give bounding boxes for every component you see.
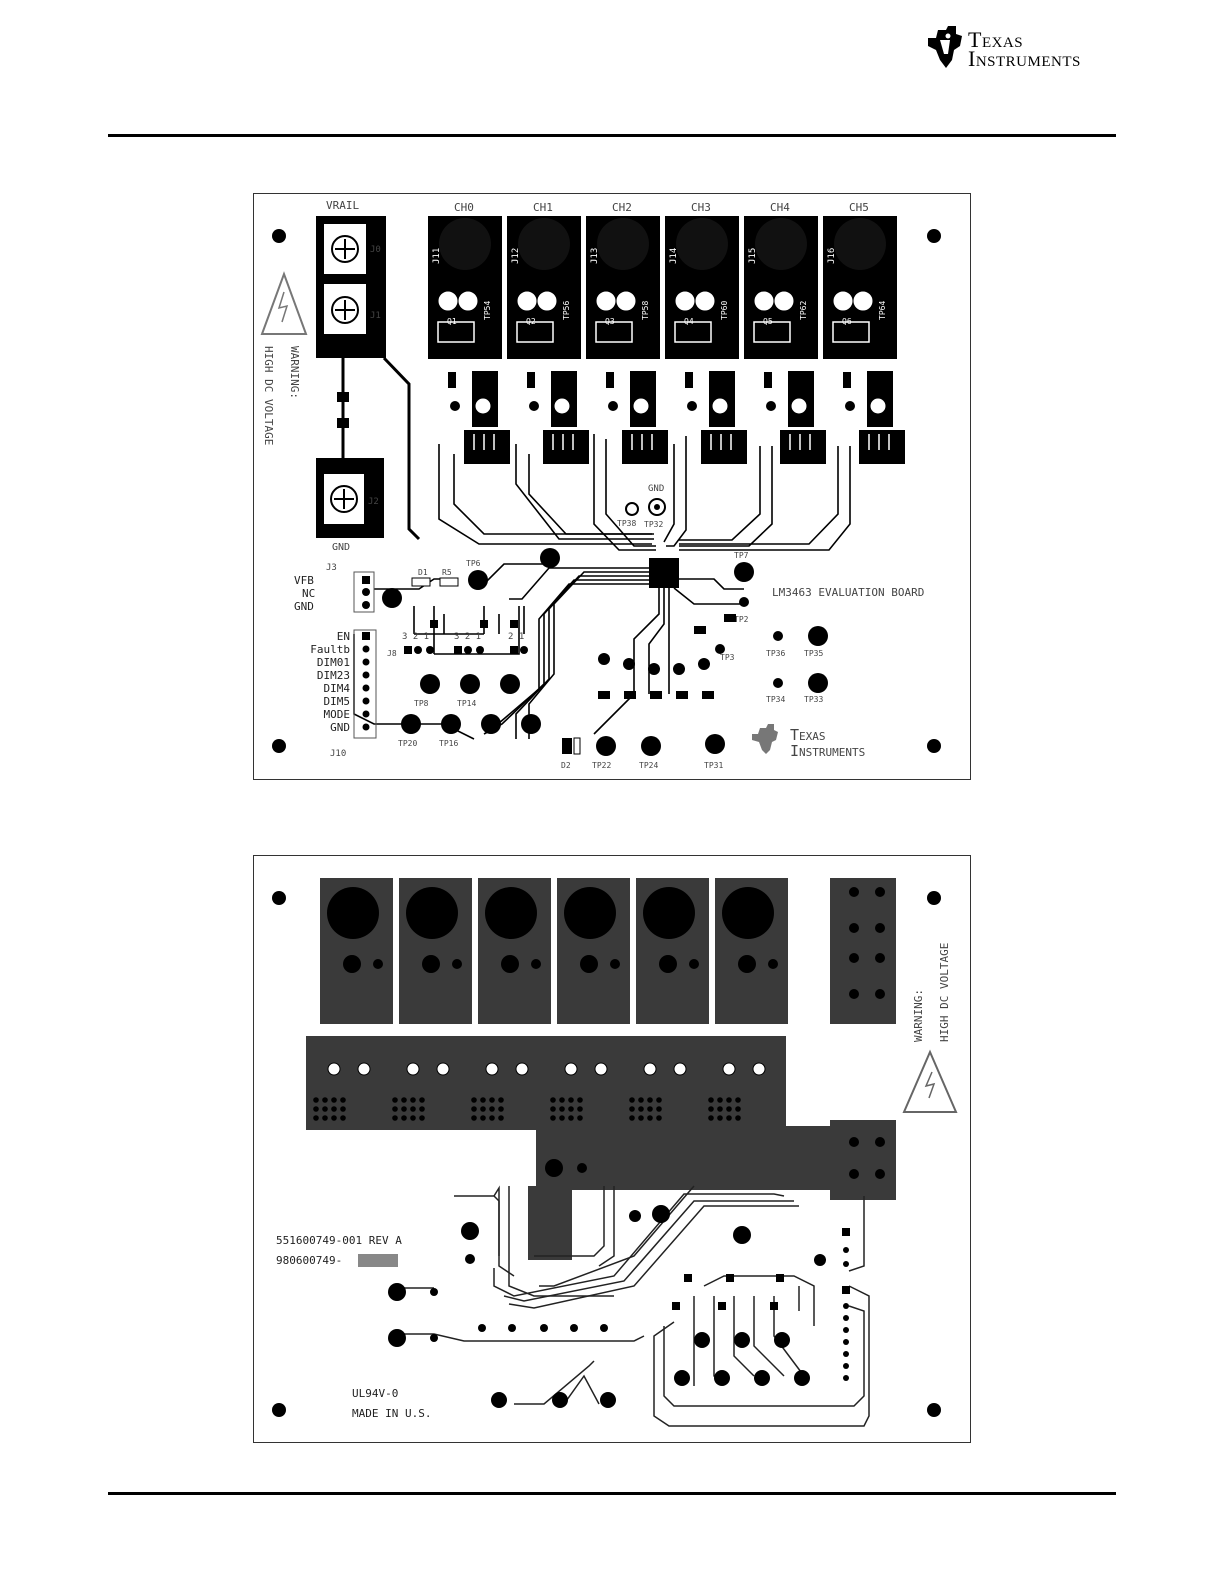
warning-text-2: HIGH DC VOLTAGE (262, 346, 275, 445)
footer-rule (108, 1492, 1116, 1495)
fet-tp-label: TP54 (483, 301, 492, 320)
gnd-tp-label: GND (648, 484, 664, 494)
svg-text:3 2 1: 3 2 1 (402, 632, 429, 642)
jack-label: J14 (669, 248, 679, 264)
fet-tp-label: TP64 (878, 301, 887, 320)
serial-box (358, 1254, 398, 1267)
lm3463-ic (649, 558, 679, 588)
j10-pin-label: DIM23 (317, 669, 350, 682)
d2-label: D2 (561, 761, 571, 770)
brand-line-1: Texas (968, 27, 1024, 52)
tp31-label: TP31 (704, 761, 723, 770)
bottom-warning-text-2: HIGH DC VOLTAGE (938, 943, 951, 1042)
mount-hole (272, 739, 286, 753)
j0-label: J0 (370, 245, 381, 255)
board-ti-logo-icon (752, 724, 778, 754)
mount-hole (272, 891, 286, 905)
tp22-label: TP22 (592, 761, 611, 770)
fet-label: Q2 (526, 317, 536, 326)
brand-line-2: Instruments (968, 46, 1081, 71)
tp34-label: TP34 (766, 695, 785, 704)
channel-label: CH5 (849, 201, 869, 214)
part-number: 551600749-001 REV A (276, 1234, 402, 1247)
tp6-label: TP6 (466, 559, 481, 568)
gnd-terminal-label: GND (332, 542, 350, 553)
j10-pin-label: EN (337, 630, 350, 643)
tp33-label: TP33 (804, 695, 823, 704)
fet-label: Q6 (842, 317, 852, 326)
tp3-label: TP3 (720, 653, 735, 662)
j1-label: J1 (370, 311, 381, 321)
tp36-label: TP36 (766, 649, 785, 658)
mount-hole (272, 1403, 286, 1417)
fet-tp-label: TP56 (562, 301, 571, 320)
vrail-label: VRAIL (326, 199, 359, 212)
jack-label: J13 (590, 248, 600, 264)
j3-pin-nc: NC (302, 587, 315, 600)
tp16-label: TP16 (439, 739, 458, 748)
j3-pin-vfb: VFB (294, 574, 314, 587)
tp38-label: TP38 (617, 519, 636, 528)
d1-label: D1 (418, 568, 428, 577)
tp20-label: TP20 (398, 739, 417, 748)
brand-wordmark: Texas Instruments (968, 27, 1081, 71)
fet-tp-label: TP60 (720, 301, 729, 320)
j10-pin-label: MODE (324, 708, 351, 721)
jack-label: J12 (511, 248, 521, 264)
board-logo-line-2: Instruments (790, 742, 865, 760)
jack-label: J15 (748, 248, 758, 264)
ti-logo-icon (928, 26, 962, 68)
fet-label: Q5 (763, 317, 773, 326)
tp2-label: TP2 (734, 615, 749, 624)
bottom-board-layout: WARNING: HIGH DC VOLTAGE (253, 855, 971, 1443)
fet-tp-label: TP62 (799, 301, 808, 320)
channel-label: CH4 (770, 201, 790, 214)
tp32-label: TP32 (644, 520, 663, 529)
channel-label: CH1 (533, 201, 553, 214)
j10-pin-label: DIM4 (324, 682, 351, 695)
r5-label: R5 (442, 568, 452, 577)
tp24-label: TP24 (639, 761, 658, 770)
warning-triangle-icon (902, 1049, 958, 1113)
fet-tp-label: TP58 (641, 301, 650, 320)
channel-label: CH3 (691, 201, 711, 214)
j10-label: J10 (330, 749, 346, 759)
fet-label: Q4 (684, 317, 694, 326)
mount-hole (927, 1403, 941, 1417)
mount-hole (272, 229, 286, 243)
j10-pin-label: DIM5 (324, 695, 351, 708)
j10-pin-label: DIM01 (317, 656, 350, 669)
tp8-label: TP8 (414, 699, 429, 708)
j10-pin-label: GND (330, 721, 350, 734)
board-name: LM3463 EVALUATION BOARD (772, 586, 924, 599)
bottom-warning-text-1: WARNING: (912, 989, 925, 1042)
j3-label: J3 (326, 563, 337, 573)
tp14-label: TP14 (457, 699, 476, 708)
j8-label: J8 (387, 649, 397, 658)
header-rule (108, 134, 1116, 137)
tp35-label: TP35 (804, 649, 823, 658)
tp7-label: TP7 (734, 551, 749, 560)
top-board-layout: VRAIL J0 J1 J2 GND WARNING: HIGH DC VOLT… (253, 193, 971, 780)
warning-triangle-icon (260, 271, 308, 335)
board-logo-line-1: Texas (790, 726, 826, 744)
channel-label: CH0 (454, 201, 474, 214)
assembly-number: 980600749- (276, 1254, 342, 1267)
jack-label: J16 (827, 248, 837, 264)
mount-hole (927, 891, 941, 905)
j10-pin-label: Faultb (310, 643, 350, 656)
warning-text-1: WARNING: (288, 346, 301, 399)
mount-hole (927, 739, 941, 753)
channel-label: CH2 (612, 201, 632, 214)
jack-label: J11 (432, 248, 442, 264)
j3-pin-gnd: GND (294, 600, 314, 613)
origin-text: MADE IN U.S. (352, 1407, 431, 1420)
svg-text:3 2 1: 3 2 1 (454, 632, 481, 642)
svg-text:2 1: 2 1 (508, 632, 524, 642)
mount-hole (927, 229, 941, 243)
rating-text: UL94V-0 (352, 1387, 398, 1400)
fet-label: Q1 (447, 317, 457, 326)
j2-label: J2 (368, 497, 379, 507)
fet-label: Q3 (605, 317, 615, 326)
